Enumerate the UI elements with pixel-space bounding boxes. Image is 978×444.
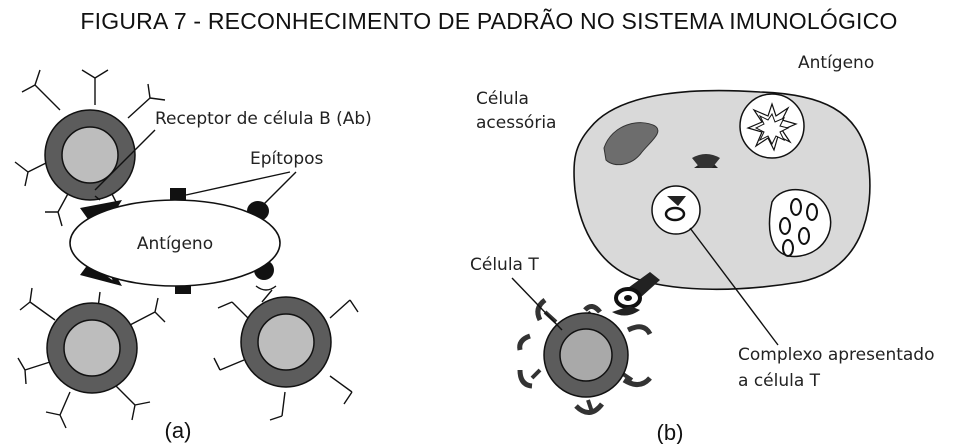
panel-b-label: (b)	[657, 420, 684, 444]
antigen-b-label: Antígeno	[798, 53, 874, 73]
mhc-complex	[612, 272, 660, 316]
panel-a: Antígeno Receptor de célula B (Ab) Epíto…	[14, 69, 372, 443]
b-cell-top-left	[14, 69, 166, 227]
organelle-blob	[603, 122, 659, 166]
panel-a-label: (a)	[165, 418, 192, 443]
figure-title: FIGURA 7 - RECONHECIMENTO DE PADRÃO NO S…	[80, 8, 898, 34]
complex-vesicle	[651, 185, 701, 235]
accessory-cell-label-line1: Célula	[476, 89, 529, 109]
antigen-a-label: Antígeno	[137, 234, 213, 254]
antigen-a	[69, 199, 281, 287]
panel-b: Célula acessória Antígeno Célula T Compl…	[470, 53, 935, 444]
accessory-cell	[573, 89, 871, 291]
complex-label-line1: Complexo apresentado	[738, 345, 935, 365]
t-cell	[517, 297, 653, 415]
epitopes-label: Epítopos	[250, 149, 324, 169]
b-cell-bottom-left	[17, 287, 166, 429]
t-cell-label: Célula T	[470, 255, 539, 275]
antigen-vesicle	[739, 93, 805, 159]
receptor-label: Receptor de célula B (Ab)	[155, 109, 372, 129]
epitope-top-square	[170, 188, 186, 202]
b-cell-bottom-right	[213, 289, 359, 421]
accessory-cell-label-line2: acessória	[476, 113, 556, 133]
complex-label-line2: a célula T	[738, 371, 821, 391]
endosome-ovals	[768, 188, 832, 258]
